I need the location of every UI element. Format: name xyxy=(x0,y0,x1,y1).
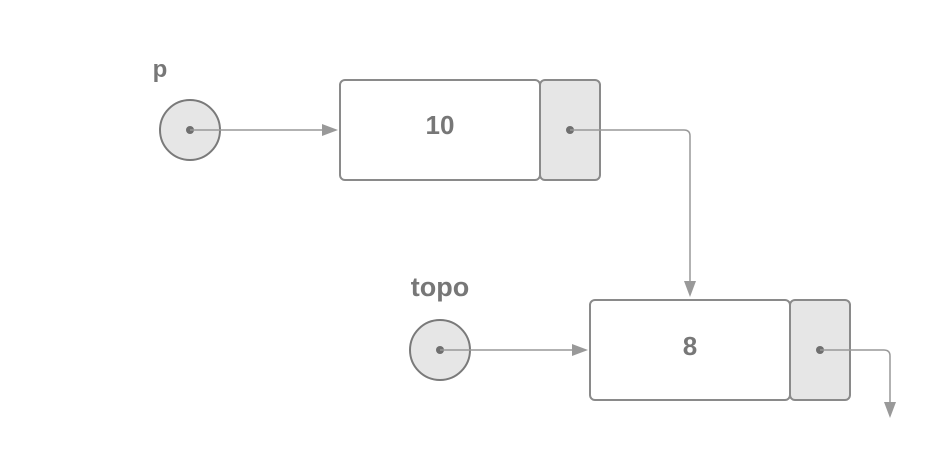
node-8-value: 8 xyxy=(683,331,697,361)
edge-node-8-next xyxy=(820,349,891,405)
var-p-label: p xyxy=(153,56,168,83)
edge-node-10-to-node-8 xyxy=(570,129,691,284)
arrowhead-node-10-next xyxy=(684,281,696,297)
node-10-value: 10 xyxy=(426,110,455,140)
arrowhead-p xyxy=(322,124,338,136)
arrowhead-topo xyxy=(572,344,588,356)
var-topo-label: topo xyxy=(411,272,469,302)
arrowhead-node-8-next xyxy=(884,402,896,418)
